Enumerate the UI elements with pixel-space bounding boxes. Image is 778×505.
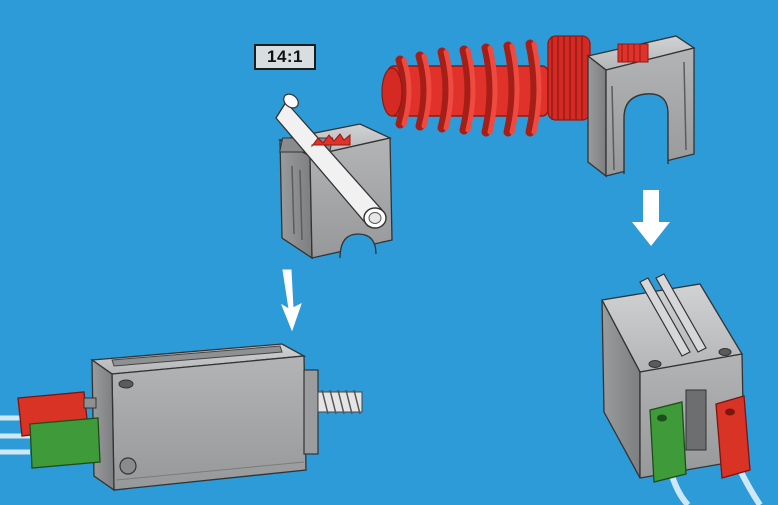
small-gear-icon: [618, 44, 648, 62]
motor-worm-shaft-icon: [318, 390, 362, 414]
worm-gear-icon: [382, 36, 590, 132]
worm-holder-block-icon: [588, 36, 694, 176]
motor-icon: [92, 344, 318, 490]
arrow-down-icon: [282, 270, 301, 330]
arrow-down-icon: [632, 190, 670, 246]
motor-connectors-icon: [0, 392, 100, 468]
gear-ratio-label: 14:1: [254, 44, 316, 70]
